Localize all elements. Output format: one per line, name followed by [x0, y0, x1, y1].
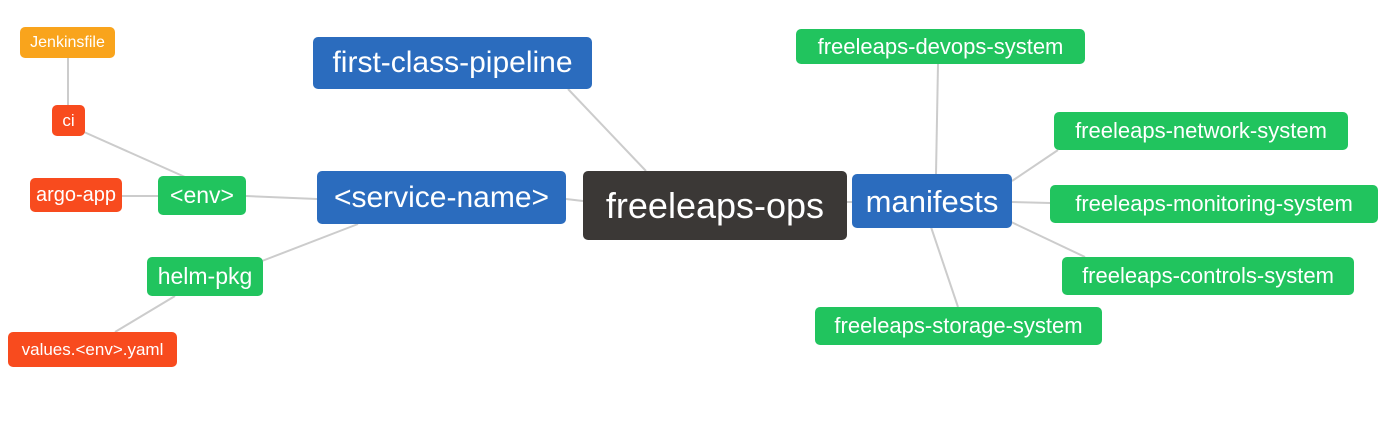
- node-ci[interactable]: ci: [52, 105, 85, 136]
- node-jenkinsfile[interactable]: Jenkinsfile: [20, 27, 115, 58]
- edge-manifests-network: [1011, 149, 1059, 182]
- node-argo-app[interactable]: argo-app: [30, 178, 122, 212]
- edge-env-servicename: [245, 195, 318, 200]
- node-network-system[interactable]: freeleaps-network-system: [1054, 112, 1348, 150]
- node-monitoring-system[interactable]: freeleaps-monitoring-system: [1050, 185, 1378, 223]
- node-helm-pkg[interactable]: helm-pkg: [147, 257, 263, 296]
- edge-manifests-storage: [930, 226, 959, 308]
- edge-pipeline-ops: [567, 88, 647, 172]
- node-manifests[interactable]: manifests: [852, 174, 1012, 228]
- node-first-class-pipeline[interactable]: first-class-pipeline: [313, 37, 592, 89]
- node-storage-system[interactable]: freeleaps-storage-system: [815, 307, 1102, 345]
- node-service-name[interactable]: <service-name>: [317, 171, 566, 224]
- node-values-env-yaml[interactable]: values.<env>.yaml: [8, 332, 177, 367]
- edge-helmpkg-servicename: [261, 223, 359, 262]
- edge-ci-env: [83, 131, 186, 178]
- node-freeleaps-ops-root[interactable]: freeleaps-ops: [583, 171, 847, 240]
- node-devops-system[interactable]: freeleaps-devops-system: [796, 29, 1085, 64]
- edge-values-helmpkg: [114, 295, 176, 333]
- node-controls-system[interactable]: freeleaps-controls-system: [1062, 257, 1354, 295]
- edge-manifests-controls: [1008, 220, 1086, 258]
- node-env[interactable]: <env>: [158, 176, 246, 215]
- edge-manifests-devops: [935, 63, 939, 175]
- edge-servicename-ops: [565, 198, 584, 202]
- edge-manifests-monitoring: [1011, 201, 1051, 204]
